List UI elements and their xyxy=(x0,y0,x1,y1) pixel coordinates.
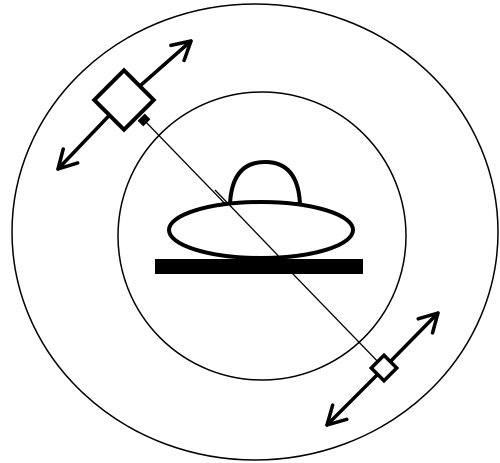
small-square-marker-group xyxy=(327,313,438,425)
ground-bar xyxy=(155,259,363,274)
double-arrow-icon xyxy=(384,313,438,368)
ufo-icon xyxy=(169,162,353,268)
double-arrow-icon xyxy=(327,368,384,425)
ufo-saucer xyxy=(169,202,353,258)
ufo-dome xyxy=(230,162,300,204)
large-square-marker-group xyxy=(58,41,191,169)
